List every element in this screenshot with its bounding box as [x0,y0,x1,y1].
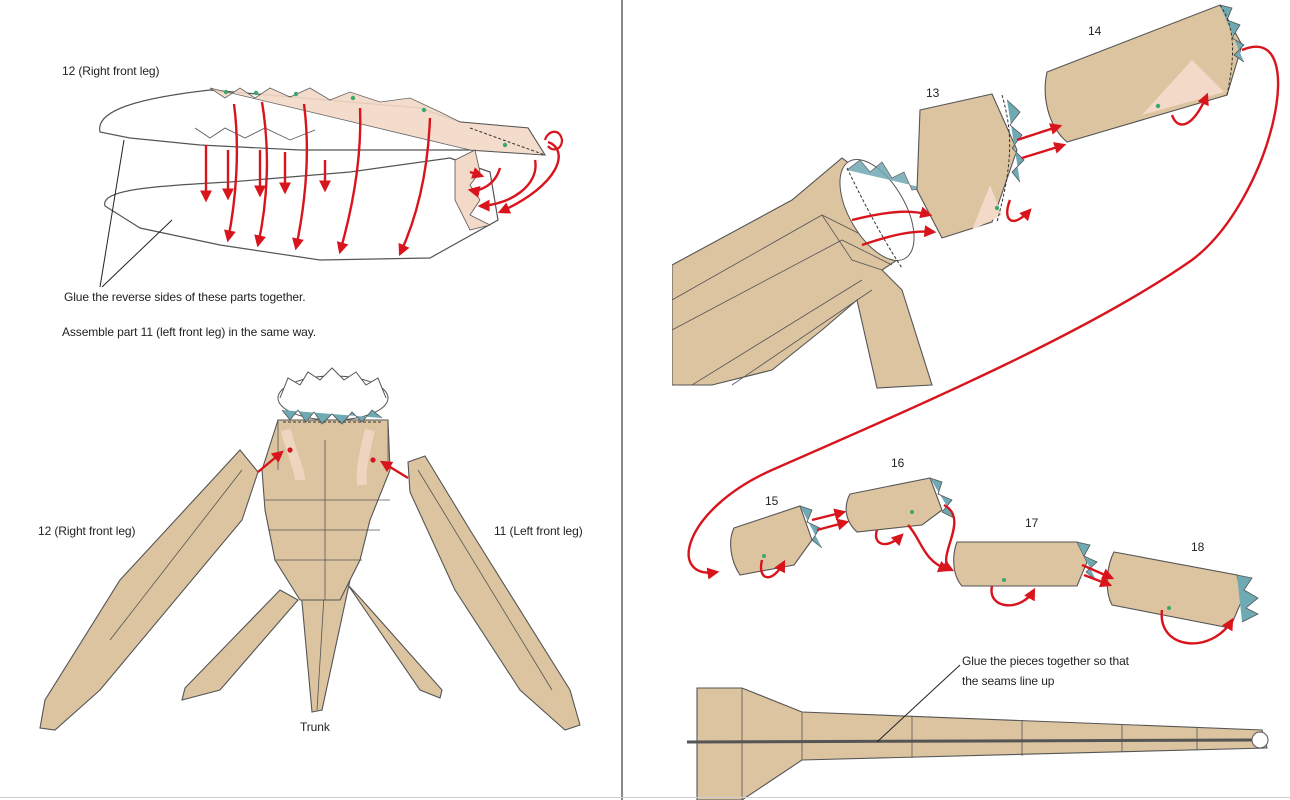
part-13 [916,93,1025,239]
right-front-leg-label: 12 (Right front leg) [38,524,136,538]
leg-flat-tabs-upper [209,87,546,156]
part-18-shape [1106,551,1243,629]
part-16 [845,477,955,533]
leg-flat-lower-piece [104,157,499,261]
part-18 [1106,551,1259,629]
part-15 [730,505,823,576]
lower-leg-left [181,589,299,701]
part-16-shape [845,477,943,533]
lower-leg-right [347,584,443,699]
part-17 [953,541,1098,587]
part-17-shape [953,541,1088,587]
part-15-shape [730,505,813,576]
seam-line [686,738,1258,744]
part-13-number: 13 [926,86,940,100]
trunk-assembly-diagram [39,367,581,731]
trunk-label: Trunk [300,720,330,734]
head-and-trunk-base [672,157,933,389]
trunk-strip-shape [696,687,1268,800]
right-page: 14 13 15 16 17 18 Glue the pieces togeth… [672,0,1290,800]
page-gutter [623,0,672,800]
part-18-number: 18 [1191,540,1205,554]
part-12-title: 12 (Right front leg) [62,64,160,78]
left-page-illustrations [39,87,581,731]
leg-part-flat-diagram [99,87,564,288]
part-14 [1044,4,1245,143]
assembled-trunk-strip [686,664,1269,800]
assemble-part-11-note: Assemble part 11 (left front leg) in the… [62,325,317,339]
right-page-illustrations [672,4,1280,800]
part-14-number: 14 [1088,24,1102,38]
seam-note-line-2: the seams line up [962,674,1055,688]
left-front-leg-label: 11 (Left front leg) [494,524,583,538]
bottom-edge-line [0,797,1290,798]
part-13-shape [916,93,1018,239]
glue-reverse-sides-note: Glue the reverse sides of these parts to… [64,290,306,304]
part-15-number: 15 [765,494,779,508]
left-page: 12 (Right front leg) Glue the reverse si… [0,0,620,800]
page-spine-divider [621,0,623,800]
seam-note-line-1: Glue the pieces together so that [962,654,1129,668]
part-14-shape [1044,4,1243,143]
part-16-number: 16 [891,456,905,470]
part-17-number: 17 [1025,516,1039,530]
